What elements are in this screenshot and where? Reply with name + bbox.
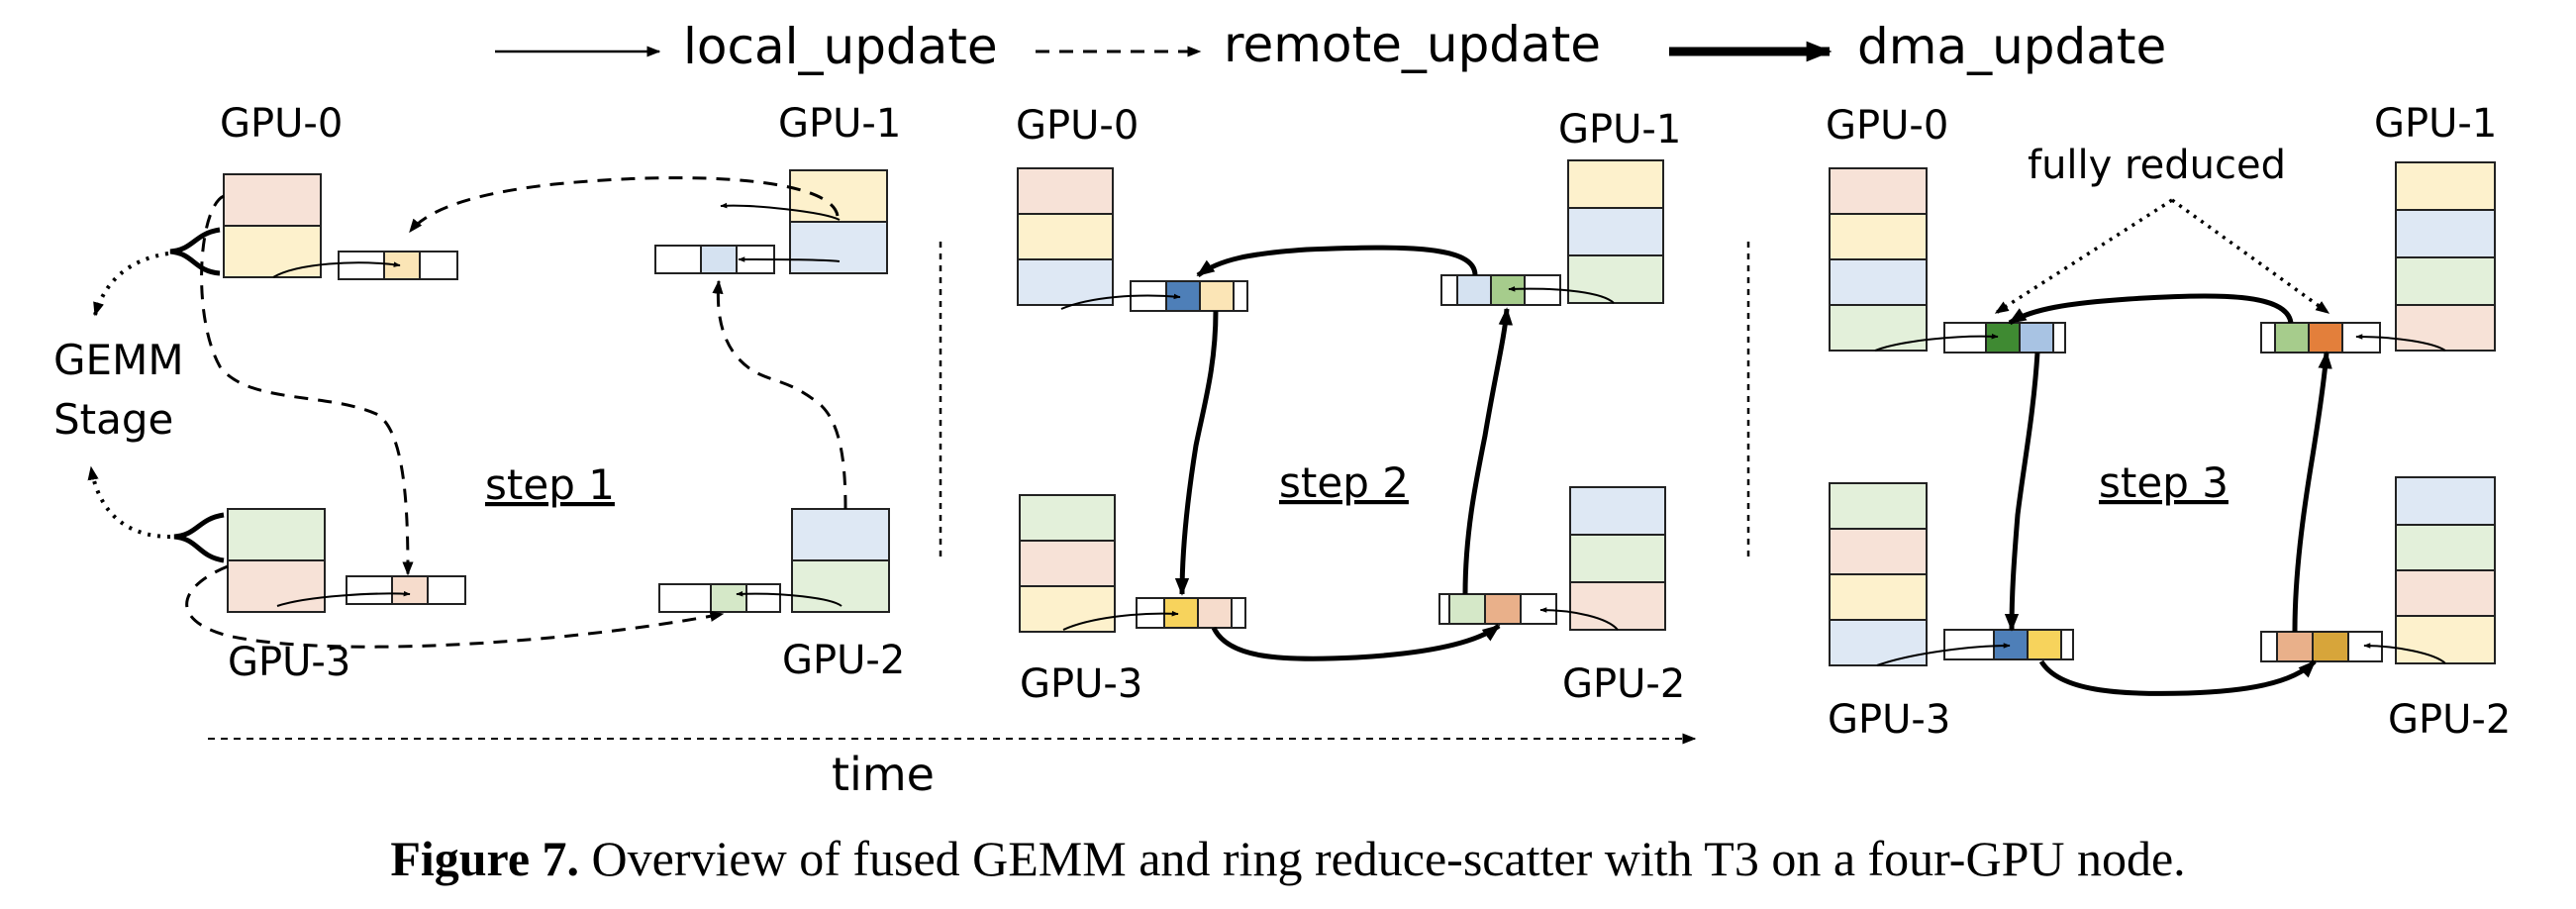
gpu1-buffer	[1440, 274, 1561, 306]
gemm-dotted-arrows	[87, 252, 171, 539]
local-update-arrows	[1060, 285, 1619, 631]
gpu2-buffer	[1438, 593, 1557, 625]
gpu2-memory-stack	[2395, 476, 2496, 664]
gpu1-label: GPU-1	[778, 101, 901, 147]
dma-update-arrows	[2004, 293, 2332, 696]
gpu3-buffer	[346, 575, 466, 605]
gpu2-memory-stack	[791, 508, 890, 613]
gpu0-memory-stack	[1829, 167, 1928, 352]
gpu2-buffer	[2260, 631, 2383, 662]
fully-reduced-label: fully reduced	[2028, 143, 2286, 188]
gpu3-memory-stack	[227, 508, 326, 613]
gpu3-label: GPU-3	[1828, 697, 1950, 743]
legend-dma-label: dma_update	[1857, 18, 2166, 75]
step-2-label: step 2	[1279, 458, 1409, 507]
gpu2-label: GPU-2	[782, 638, 905, 683]
legend-remote-label: remote_update	[1224, 16, 1601, 73]
gpu3-memory-stack	[1019, 494, 1116, 633]
figure-number: Figure 7.	[390, 831, 580, 886]
remote-update-arrows	[185, 176, 847, 649]
panel-step-3: GPU-0 GPU-1 GPU-3 GPU-2 fully reduced	[1826, 101, 2511, 743]
step-1-label: step 1	[485, 460, 615, 509]
gpu3-label: GPU-3	[1020, 661, 1142, 707]
gemm-brackets	[169, 227, 225, 563]
reduce-scatter-figure: local_update remote_update dma_update GP…	[53, 16, 2511, 801]
figure-caption: Figure 7. Overview of fused GEMM and rin…	[0, 830, 2576, 887]
gpu2-memory-stack	[1569, 486, 1666, 631]
gemm-stage-label-2: Stage	[53, 395, 173, 444]
gpu3-memory-stack	[1829, 482, 1928, 666]
gpu1-label: GPU-1	[1558, 107, 1681, 152]
local-update-arrows	[1874, 333, 2446, 666]
gpu0-label: GPU-0	[1016, 103, 1139, 149]
gpu1-memory-stack	[789, 169, 888, 274]
gpu1-memory-stack	[1567, 159, 1664, 304]
time-axis: time	[208, 733, 1697, 801]
time-label: time	[832, 748, 935, 801]
gpu0-buffer	[338, 251, 458, 280]
gpu1-memory-stack	[2395, 161, 2496, 352]
gpu2-label: GPU-2	[1562, 661, 1685, 707]
gpu2-label: GPU-2	[2388, 697, 2511, 743]
gpu2-buffer	[658, 583, 781, 613]
caption-text: Overview of fused GEMM and ring reduce-s…	[579, 831, 2186, 886]
panel-step-2: GPU-0 GPU-1 GPU-3 GPU-2	[1016, 103, 1685, 707]
panel-step-1: GPU-0 GPU-1 GPU-3 GPU-2	[53, 101, 905, 685]
gpu0-label: GPU-0	[1826, 103, 1948, 149]
gpu0-memory-stack	[1017, 167, 1114, 306]
gpu0-buffer	[1943, 322, 2066, 354]
legend: local_update remote_update dma_update	[495, 16, 2166, 75]
fully-reduced-dotted-arrows	[1994, 198, 2330, 315]
legend-local-label: local_update	[683, 18, 998, 75]
dma-update-arrows	[1174, 245, 1514, 661]
local-update-arrows	[272, 202, 842, 607]
gpu0-label: GPU-0	[220, 101, 343, 147]
gpu1-label: GPU-1	[2374, 101, 2497, 147]
gpu0-memory-stack	[223, 173, 322, 278]
step-3-label: step 3	[2099, 458, 2229, 507]
gpu3-buffer	[1943, 629, 2074, 660]
gemm-stage-label-1: GEMM	[53, 336, 184, 384]
